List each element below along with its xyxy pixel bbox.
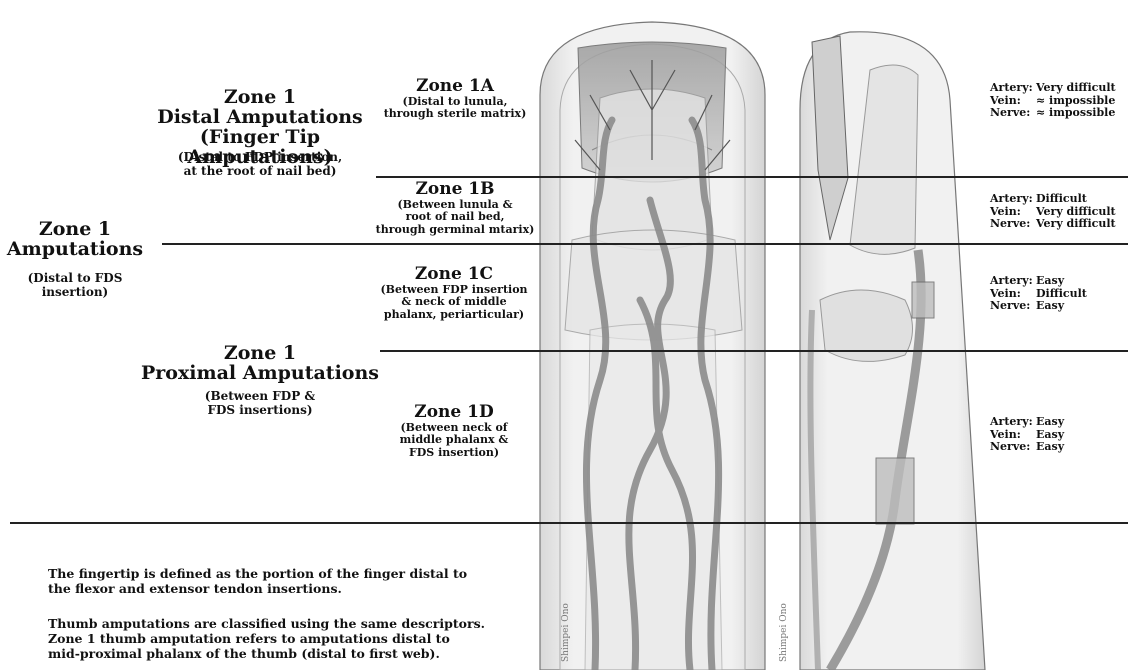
proximal-amputations-label: Zone 1 Proximal Amputations [130, 344, 390, 384]
a5-pulley [912, 282, 934, 318]
finger-front-view: Shimpei Ono [540, 22, 765, 670]
rating-zone-1a: Artery:Very difficult Vein:≈ impossible … [990, 82, 1116, 120]
zone1-amputations-label: Zone 1 Amputations [0, 220, 150, 260]
distal-amputations-desc: (Distal to FDP insertion, at the root of… [150, 151, 370, 179]
rating-zone-1b: Artery:Difficult Vein:Very difficult Ner… [990, 193, 1116, 231]
line-1a-1b [376, 176, 1128, 178]
artist-signature-front: Shimpei Ono [561, 603, 571, 662]
rating-zone-1c: Artery:Easy Vein:Difficult Nerve:Easy [990, 275, 1087, 313]
zone-1c-label: Zone 1C (Between FDP insertion & neck of… [374, 266, 534, 322]
line-zone1-boundary [10, 522, 1128, 524]
zone-1a-label: Zone 1A (Distal to lunula, through steri… [380, 78, 530, 121]
zone-1b-label: Zone 1B (Between lunula & root of nail b… [372, 181, 538, 237]
line-1b-1c [162, 243, 1128, 245]
rating-zone-1d: Artery:Easy Vein:Easy Nerve:Easy [990, 416, 1064, 454]
line-1c-1d [380, 350, 1128, 352]
zone-1d-label: Zone 1D (Between neck of middle phalanx … [374, 404, 534, 460]
artist-signature-lateral: Shimpei Ono [779, 603, 789, 662]
thumb-amputation-note: Thumb amputations are classified using t… [48, 616, 518, 661]
a4-pulley [876, 458, 914, 524]
fingertip-definition-note: The fingertip is defined as the portion … [48, 566, 518, 596]
proximal-amputations-desc: (Between FDP & FDS insertions) [150, 390, 370, 418]
zone1-amputations-desc: (Distal to FDS insertion) [0, 272, 150, 300]
